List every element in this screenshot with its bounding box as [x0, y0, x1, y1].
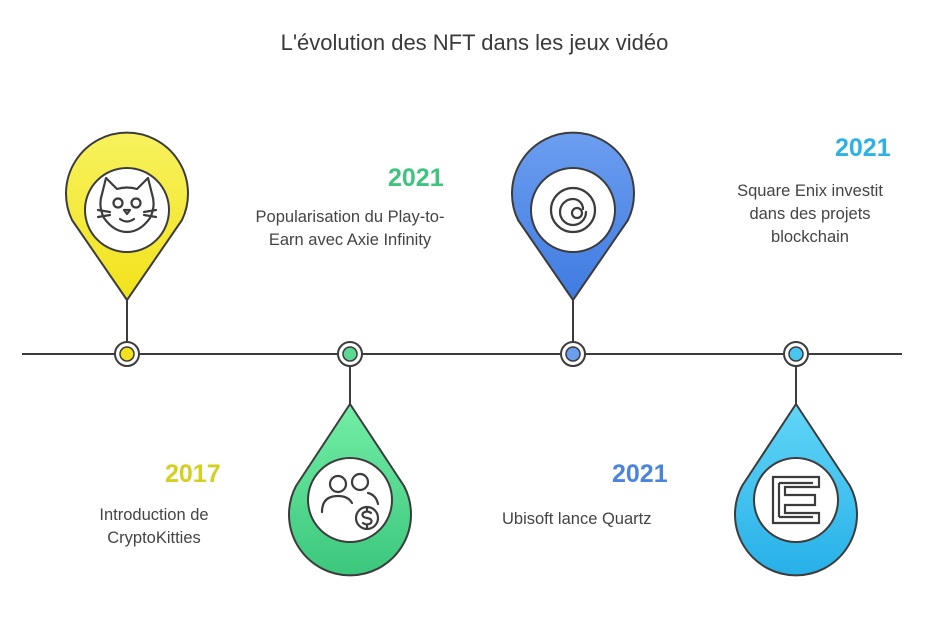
ubisoft-swirl-icon — [549, 186, 597, 234]
event-year-2021-axie: 2021 — [388, 164, 444, 192]
event-year-2021-ubisoft: 2021 — [612, 460, 668, 488]
diagram-title: L'évolution des NFT dans les jeux vidéo — [280, 30, 669, 55]
pin-2017 — [65, 131, 189, 301]
users-coin-icon — [320, 472, 380, 531]
pin-2021-square-enix — [734, 403, 858, 577]
marker-1 — [114, 341, 140, 367]
event-year-2021-square-enix: 2021 — [835, 134, 891, 162]
pin-2021-ubisoft — [511, 131, 635, 301]
cat-face-icon — [96, 176, 158, 234]
marker-4 — [783, 341, 809, 367]
event-text-2021-square-enix: Square Enix investit dans des projets bl… — [737, 182, 883, 246]
marker-2 — [337, 341, 363, 367]
event-text-2017: Introduction de CryptoKitties — [99, 506, 209, 547]
square-enix-logo-icon — [771, 475, 821, 525]
pin-2021-axie — [288, 403, 412, 577]
event-text-2021-ubisoft: Ubisoft lance Quartz — [502, 510, 652, 528]
marker-3 — [560, 341, 586, 367]
event-year-2017: 2017 — [165, 460, 221, 488]
event-text-2021-axie: Popularisation du Play-to-Earn avec Axie… — [255, 208, 445, 249]
